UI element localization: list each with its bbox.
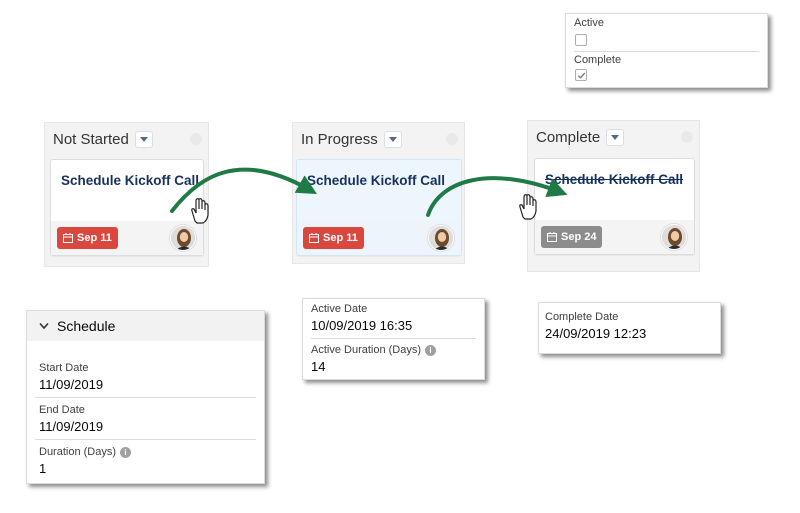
start-date-field: Start Date 11/09/2019 (39, 362, 103, 392)
column-header: Complete (536, 129, 625, 146)
calendar-icon (309, 233, 319, 243)
due-date-badge: Sep 11 (303, 227, 364, 249)
column-in-progress: In Progress Schedule Kickoff Call Sep 11 (292, 122, 465, 264)
field-divider (311, 338, 476, 339)
card-title[interactable]: Schedule Kickoff Call (307, 173, 446, 188)
schedule-section-header[interactable]: Schedule (27, 311, 264, 341)
column-options-dot (681, 131, 693, 143)
info-icon[interactable]: i (425, 344, 437, 356)
status-flags-panel: Active Complete (565, 13, 768, 88)
end-date-field: End Date 11/09/2019 (39, 404, 103, 434)
task-card[interactable]: Schedule Kickoff Call Sep 11 (50, 159, 204, 256)
due-date-badge: Sep 11 (57, 227, 118, 249)
calendar-icon (63, 233, 73, 243)
person-avatar-icon (662, 225, 686, 249)
drag-arrow-1 (170, 167, 317, 213)
field-value: 10/09/2019 16:35 (311, 318, 413, 333)
field-value: 14 (311, 359, 326, 374)
section-title: Schedule (57, 318, 116, 334)
column-title: Complete (536, 129, 601, 146)
complete-date-panel: Complete Date 24/09/2019 12:23 (538, 302, 721, 354)
field-label: Active Duration (Days) i (311, 344, 437, 356)
duration-field: Duration (Days) i 1 (39, 446, 132, 476)
column-menu-button[interactable] (383, 131, 402, 148)
column-complete: Complete Schedule Kickoff Call Sep 24 (527, 120, 700, 272)
task-card[interactable]: Schedule Kickoff Call Sep 24 (534, 158, 695, 255)
task-card[interactable]: Schedule Kickoff Call Sep 11 (296, 159, 462, 256)
chevron-down-icon (39, 322, 49, 330)
chevron-down-icon (611, 134, 620, 140)
field-value: 11/09/2019 (39, 419, 104, 434)
column-menu-button[interactable] (606, 129, 625, 146)
field-value: 11/09/2019 (39, 377, 104, 392)
due-date-text: Sep 11 (323, 232, 358, 244)
active-date-panel: Active Date 10/09/2019 16:35 Active Dura… (302, 298, 485, 380)
active-date-field: Active Date 10/09/2019 16:35 (311, 303, 412, 333)
card-footer: Sep 11 (51, 221, 203, 255)
field-value: 24/09/2019 12:23 (545, 326, 647, 341)
complete-date-field: Complete Date 24/09/2019 12:23 (545, 311, 646, 341)
field-label: Active Date (311, 303, 368, 315)
chevron-down-icon (139, 136, 148, 142)
calendar-icon (547, 232, 557, 242)
active-flag-label: Active (574, 17, 604, 29)
column-options-dot (446, 133, 458, 145)
active-duration-field: Active Duration (Days) i 14 (311, 344, 437, 374)
hand-cursor-icon (519, 194, 537, 220)
hand-cursor-icon (191, 198, 209, 224)
person-avatar-icon (429, 226, 453, 250)
active-duration-label-text: Active Duration (Days) (311, 344, 422, 356)
column-title: Not Started (53, 131, 129, 148)
field-label: Duration (Days) i (39, 446, 132, 458)
field-label: End Date (39, 404, 85, 416)
owner-avatar[interactable] (661, 224, 687, 250)
person-avatar-icon (171, 226, 195, 250)
field-divider (35, 439, 256, 440)
column-header: In Progress (301, 131, 402, 148)
complete-checkbox[interactable] (575, 69, 587, 81)
checkmark-icon (577, 72, 585, 79)
column-menu-button[interactable] (134, 131, 153, 148)
card-title[interactable]: Schedule Kickoff Call (61, 173, 200, 188)
schedule-panel: Schedule Start Date 11/09/2019 End Date … (26, 310, 265, 484)
card-title[interactable]: Schedule Kickoff Call (545, 172, 684, 187)
card-footer: Sep 11 (297, 221, 461, 255)
field-label: Start Date (39, 362, 89, 374)
field-label: Complete Date (545, 311, 619, 323)
column-header: Not Started (53, 131, 153, 148)
field-divider (35, 397, 256, 398)
complete-flag-label: Complete (574, 54, 622, 66)
field-value: 1 (39, 461, 47, 476)
info-icon[interactable]: i (120, 446, 132, 458)
due-date-badge: Sep 24 (541, 226, 603, 248)
duration-label-text: Duration (Days) (39, 446, 117, 458)
card-footer: Sep 24 (535, 220, 694, 254)
active-checkbox[interactable] (575, 34, 587, 46)
flags-divider (574, 51, 759, 52)
column-title: In Progress (301, 131, 378, 148)
owner-avatar[interactable] (428, 225, 454, 251)
due-date-text: Sep 24 (561, 231, 597, 243)
column-not-started: Not Started Schedule Kickoff Call Sep 11 (44, 122, 209, 267)
chevron-down-icon (388, 136, 397, 142)
drag-arrow-2 (426, 176, 568, 217)
due-date-text: Sep 11 (77, 232, 112, 244)
column-options-dot (190, 133, 202, 145)
owner-avatar[interactable] (170, 225, 196, 251)
